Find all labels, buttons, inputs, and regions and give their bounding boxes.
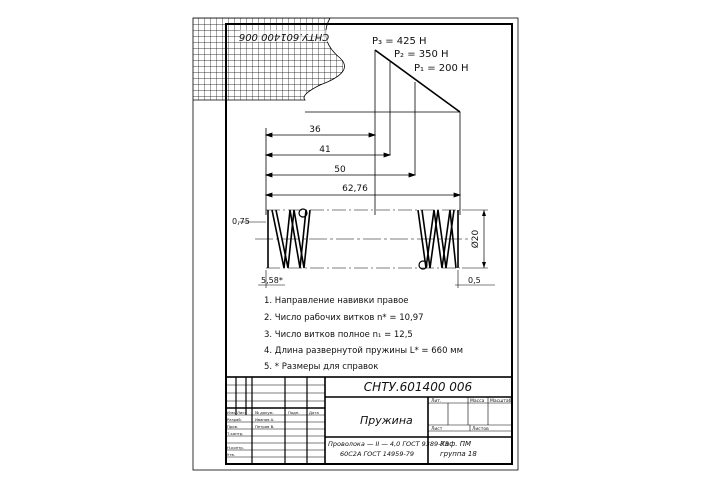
stamp-header-lit: Лит. [431, 398, 441, 404]
dimension-pitch-left: 0,75 [232, 217, 250, 226]
stamp-name-dev: Иванов А. [255, 417, 274, 422]
note-line: 4. Длина развернутой пружины L* = 660 мм [264, 346, 463, 356]
length-l1: 50 [334, 165, 346, 175]
note-line: 5. * Размеры для справок [264, 362, 378, 372]
stamp-header-sheet: Лист [431, 426, 443, 432]
dimension-turn-left: 5,58* [261, 276, 283, 285]
spring-drawing [238, 208, 495, 288]
technical-notes: 1. Направление навивки правое 2. Число р… [264, 296, 463, 372]
stamp-name-check: Петров В. [255, 424, 274, 429]
stamp-role-ncontrol: Н.контр. [227, 445, 244, 450]
dimension-outer-diameter: Ø20 [470, 229, 481, 248]
material-line-2: 60С2А ГОСТ 14959-79 [340, 450, 414, 458]
length-l2: 41 [319, 145, 330, 155]
material-line-1: Проволока — II — 4,0 ГОСТ 9389-75 [328, 440, 449, 448]
force-p1: P₁ = 200 Н [414, 63, 469, 74]
title-block [225, 376, 513, 465]
stamp-role-check: Пров. [227, 424, 238, 429]
corner-number: СНТУ.601400 006 [239, 31, 329, 42]
org-line-2: группа 18 [440, 450, 477, 458]
stamp-header-sheets: Листов [472, 426, 489, 432]
stamp-header-sign: Подп. [288, 410, 300, 415]
stamp-header-izm: Изм. [227, 410, 236, 415]
note-line: 2. Число рабочих витков n* = 10,97 [264, 313, 424, 323]
force-p3: P₃ = 425 Н [372, 36, 427, 47]
dimension-clearance-right: 0,5 [468, 276, 481, 285]
stamp-number: СНТУ.601400 006 [364, 380, 473, 394]
force-diagram [305, 49, 461, 215]
stamp-role-dev: Разраб. [227, 417, 242, 422]
note-line: 3. Число витков полное n₁ = 12,5 [264, 330, 413, 340]
stamp-header-doc: № докум. [255, 410, 274, 415]
drawing-title: Пружина [360, 414, 413, 427]
length-dimensions [264, 128, 462, 215]
stamp-header-date: Дата [309, 410, 319, 415]
length-l0: 62,76 [342, 184, 368, 194]
force-p2: P₂ = 350 Н [394, 49, 449, 60]
stamp-header-mass: Масса [470, 398, 485, 404]
stamp-role-approve: Утв. [227, 452, 235, 457]
length-l3: 36 [309, 125, 321, 135]
org-line-1: Каф. ПМ [440, 440, 471, 448]
stamp-header-scale: Масштаб [490, 398, 512, 404]
stamp-header-list: Лист [237, 410, 247, 415]
stamp-role-tcontrol: Т.контр. [226, 431, 243, 436]
note-line: 1. Направление навивки правое [264, 296, 409, 306]
